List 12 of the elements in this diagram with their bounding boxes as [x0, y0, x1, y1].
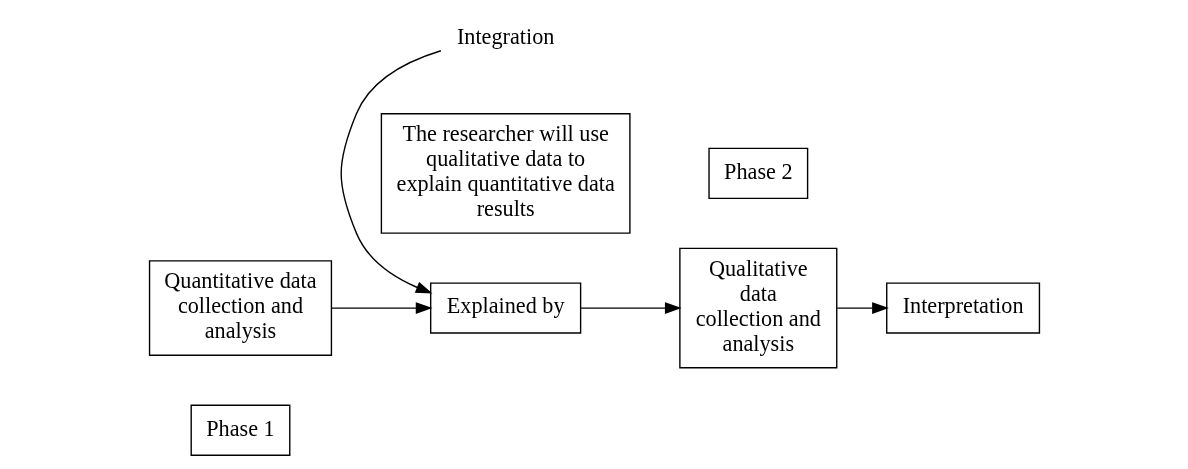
node-box: Qualitative data collection and analysis: [678, 247, 837, 369]
arrow: [340, 50, 442, 294]
node-box: Phase 1: [190, 404, 290, 456]
node-text: Integration: [456, 24, 554, 50]
node-box: Interpretation: [885, 282, 1040, 334]
arrow: [330, 302, 432, 314]
node-box: Explained by: [429, 282, 581, 334]
arrow: [579, 302, 682, 314]
node-box: The researcher will use qualitative data to explain quantitative data results: [380, 113, 631, 234]
node-box: Quantitative data collection and analysis: [148, 260, 332, 356]
arrow: [836, 302, 889, 314]
node-box: Phase 2: [707, 147, 808, 200]
